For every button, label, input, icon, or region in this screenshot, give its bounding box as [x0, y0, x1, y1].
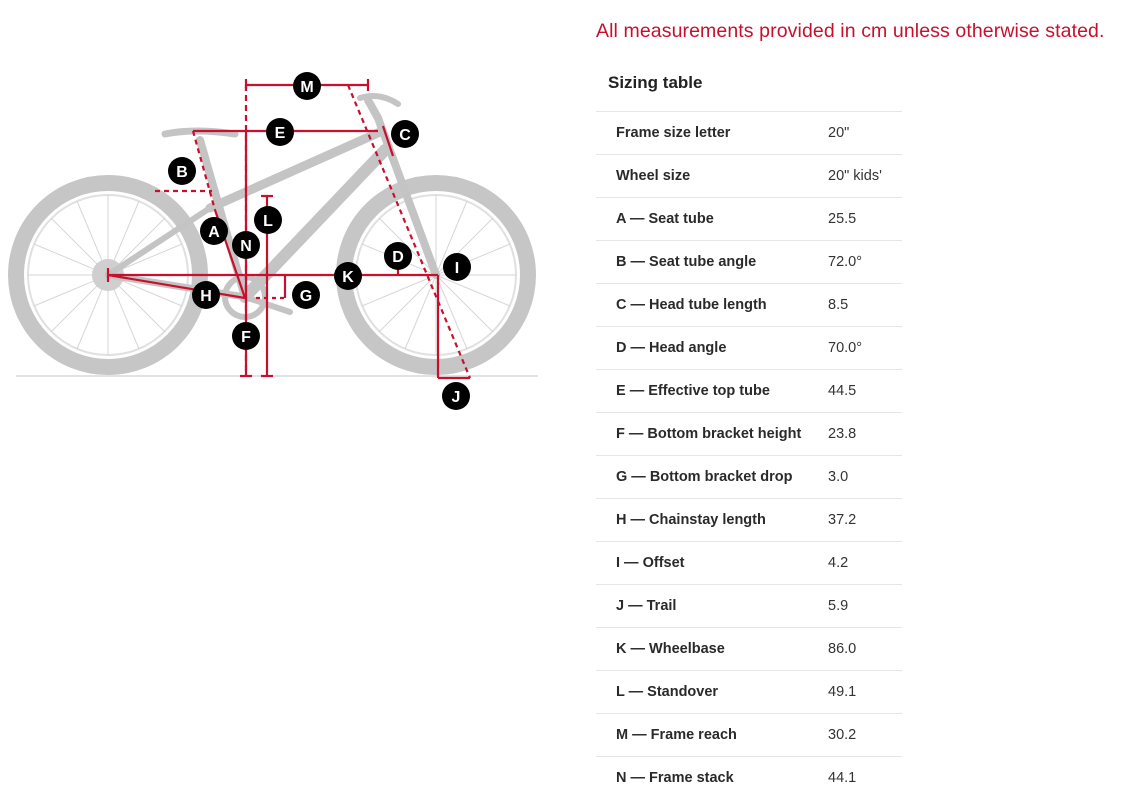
marker-a: A [200, 217, 228, 245]
row-value: 72.0° [828, 254, 863, 270]
marker-n: N [232, 231, 260, 259]
svg-text:C: C [399, 127, 411, 144]
marker-g: G [292, 281, 320, 309]
bike-geometry-diagram: M E C B L A N D I K H G F J [8, 72, 538, 410]
units-notice: All measurements provided in cm unless o… [596, 20, 1105, 42]
row-label: I — Offset [616, 555, 685, 571]
row-value: 30.2 [828, 727, 857, 743]
table-row: A — Seat tube 25.5 [596, 197, 902, 240]
svg-text:F: F [241, 329, 251, 346]
row-label: Wheel size [616, 168, 691, 184]
marker-e: E [266, 118, 294, 146]
row-label: B — Seat tube angle [616, 254, 757, 270]
row-value: 86.0 [828, 641, 857, 657]
row-value: 49.1 [828, 684, 857, 700]
table-row: Frame size letter 20" [596, 111, 902, 154]
svg-text:K: K [342, 269, 354, 286]
row-label: C — Head tube length [616, 297, 767, 313]
marker-b: B [168, 157, 196, 185]
table-row: Wheel size 20" kids' [596, 154, 902, 197]
svg-text:B: B [176, 164, 188, 181]
svg-text:L: L [263, 213, 273, 230]
marker-c: C [391, 120, 419, 148]
row-label: K — Wheelbase [616, 641, 725, 657]
row-label: Frame size letter [616, 125, 731, 141]
row-label: L — Standover [616, 684, 719, 700]
table-row: D — Head angle 70.0° [596, 326, 902, 369]
row-label: G — Bottom bracket drop [616, 469, 793, 485]
row-value: 20" kids' [828, 168, 882, 184]
row-label: J — Trail [616, 598, 677, 614]
svg-text:A: A [208, 224, 220, 241]
svg-text:M: M [300, 79, 313, 96]
table-row: L — Standover 49.1 [596, 670, 902, 713]
row-value: 20" [828, 125, 850, 141]
svg-text:G: G [300, 288, 312, 305]
marker-k: K [334, 262, 362, 290]
marker-d: D [384, 242, 412, 270]
table-row: E — Effective top tube 44.5 [596, 369, 902, 412]
row-label: F — Bottom bracket height [616, 426, 802, 442]
marker-i: I [443, 253, 471, 281]
table-row: G — Bottom bracket drop 3.0 [596, 455, 902, 498]
svg-text:N: N [240, 238, 252, 255]
row-value: 4.2 [828, 555, 849, 571]
row-value: 25.5 [828, 211, 857, 227]
marker-m: M [293, 72, 321, 100]
row-label: D — Head angle [616, 340, 727, 356]
row-value: 3.0 [828, 469, 849, 485]
table-row: I — Offset 4.2 [596, 541, 902, 584]
table-row: N — Frame stack 44.1 [596, 756, 902, 799]
row-value: 44.1 [828, 770, 857, 786]
svg-text:H: H [200, 288, 212, 305]
table-row: H — Chainstay length 37.2 [596, 498, 902, 541]
row-label: E — Effective top tube [616, 383, 770, 399]
table-row: F — Bottom bracket height 23.8 [596, 412, 902, 455]
row-value: 8.5 [828, 297, 849, 313]
row-label: H — Chainstay length [616, 512, 766, 528]
sizing-table: Frame size letter 20" Wheel size 20" kids'… [596, 111, 902, 799]
marker-l: L [254, 206, 282, 234]
table-row: K — Wheelbase 86.0 [596, 627, 902, 670]
table-row: C — Head tube length 8.5 [596, 283, 902, 326]
table-row: J — Trail 5.9 [596, 584, 902, 627]
marker-h: H [192, 281, 220, 309]
marker-f: F [232, 322, 260, 350]
row-label: M — Frame reach [616, 727, 737, 743]
svg-text:E: E [275, 125, 286, 142]
diagram-markers: M E C B L A N D I K H G F J [168, 72, 471, 410]
row-value: 23.8 [828, 426, 857, 442]
row-label: N — Frame stack [616, 770, 734, 786]
svg-text:I: I [455, 260, 459, 277]
row-value: 37.2 [828, 512, 857, 528]
table-row: B — Seat tube angle 72.0° [596, 240, 902, 283]
row-value: 70.0° [828, 340, 863, 356]
row-value: 5.9 [828, 598, 849, 614]
marker-j: J [442, 382, 470, 410]
sizing-table-title: Sizing table [608, 73, 703, 92]
svg-text:J: J [452, 389, 461, 406]
table-row: M — Frame reach 30.2 [596, 713, 902, 756]
row-value: 44.5 [828, 383, 857, 399]
svg-text:D: D [392, 249, 404, 266]
row-label: A — Seat tube [616, 211, 714, 227]
